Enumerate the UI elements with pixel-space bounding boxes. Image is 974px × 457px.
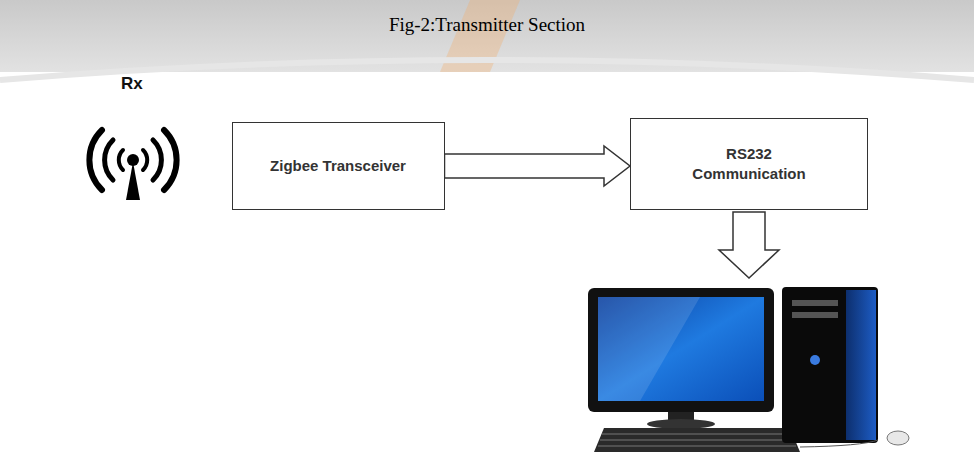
process-box: RS232 Communication <box>630 118 868 210</box>
hollow-arrow <box>445 146 631 186</box>
figure-title: Fig-2:Transmitter Section <box>0 14 974 36</box>
antenna-label: Rx <box>121 74 143 94</box>
computer-illustration <box>588 287 909 452</box>
watermark-arc <box>0 60 974 80</box>
process-box: Zigbee Transceiver <box>232 122 445 210</box>
box-label: Zigbee Transceiver <box>270 156 406 176</box>
box-label: RS232 Communication <box>674 144 824 185</box>
antenna-icon <box>89 130 176 200</box>
down-arrow <box>719 212 779 278</box>
